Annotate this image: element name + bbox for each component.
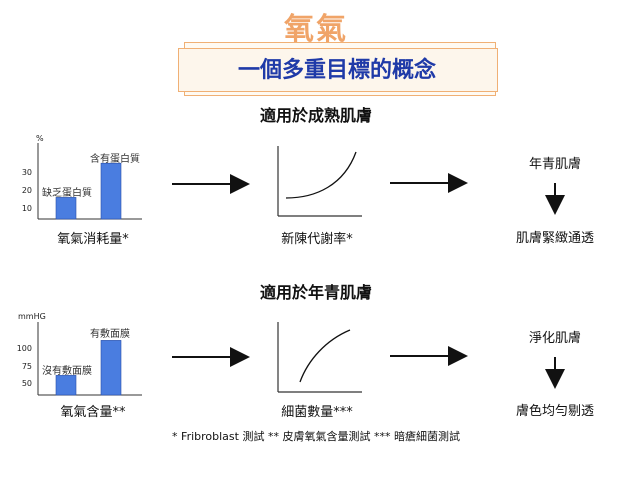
- section1-heading: 適用於成熟肌膚: [259, 106, 372, 125]
- page-title: 氧氣: [284, 12, 348, 47]
- chart1-caption: 氧氣消耗量*: [57, 232, 129, 247]
- chart2-bar1-label: 沒有敷面膜: [42, 366, 92, 377]
- result2-top: 淨化肌膚: [528, 331, 581, 346]
- chart1-tick-30: 30: [21, 168, 32, 177]
- banner-frame: [178, 48, 498, 92]
- chart1-bars: [55, 162, 122, 220]
- result2-bottom: 膚色均勻剔透: [515, 404, 594, 419]
- chart2-tick-50: 50: [21, 379, 32, 388]
- result1-top: 年青肌膚: [528, 157, 581, 172]
- curve2-line: [299, 329, 351, 383]
- curve1-line: [285, 151, 357, 199]
- result1-bottom: 肌膚緊緻通透: [515, 231, 594, 246]
- chart2-bars: [55, 340, 122, 396]
- chart1-unit: %: [36, 134, 44, 143]
- chart1-bar-1: [55, 197, 77, 220]
- chart2-unit: mmHG: [18, 312, 46, 321]
- chart1-bar2-label: 含有蛋白質: [90, 154, 140, 165]
- curve2-caption: 細菌數量***: [281, 405, 353, 420]
- footnote: * Fribroblast 測試 ** 皮膚氧氣含量測試 *** 暗瘡細菌測試: [172, 430, 460, 443]
- chart2-bar-2: [100, 340, 122, 396]
- chart2-bar-1: [55, 375, 77, 396]
- chart1-tick-20: 20: [21, 186, 32, 195]
- chart2-tick-75: 75: [21, 362, 32, 371]
- chart2-caption: 氧氣含量**: [60, 405, 126, 420]
- chart1-bar-2: [100, 162, 122, 220]
- curve1-caption: 新陳代謝率*: [281, 232, 353, 247]
- section2-heading: 適用於年青肌膚: [259, 283, 372, 302]
- chart2-tick-100: 100: [16, 344, 32, 353]
- chart1-bar1-label: 缺乏蛋白質: [42, 188, 92, 199]
- chart1-tick-10: 10: [21, 204, 32, 213]
- banner-subtitle: 一個多重目標的概念: [237, 58, 436, 83]
- chart2-bar2-label: 有敷面膜: [90, 329, 130, 340]
